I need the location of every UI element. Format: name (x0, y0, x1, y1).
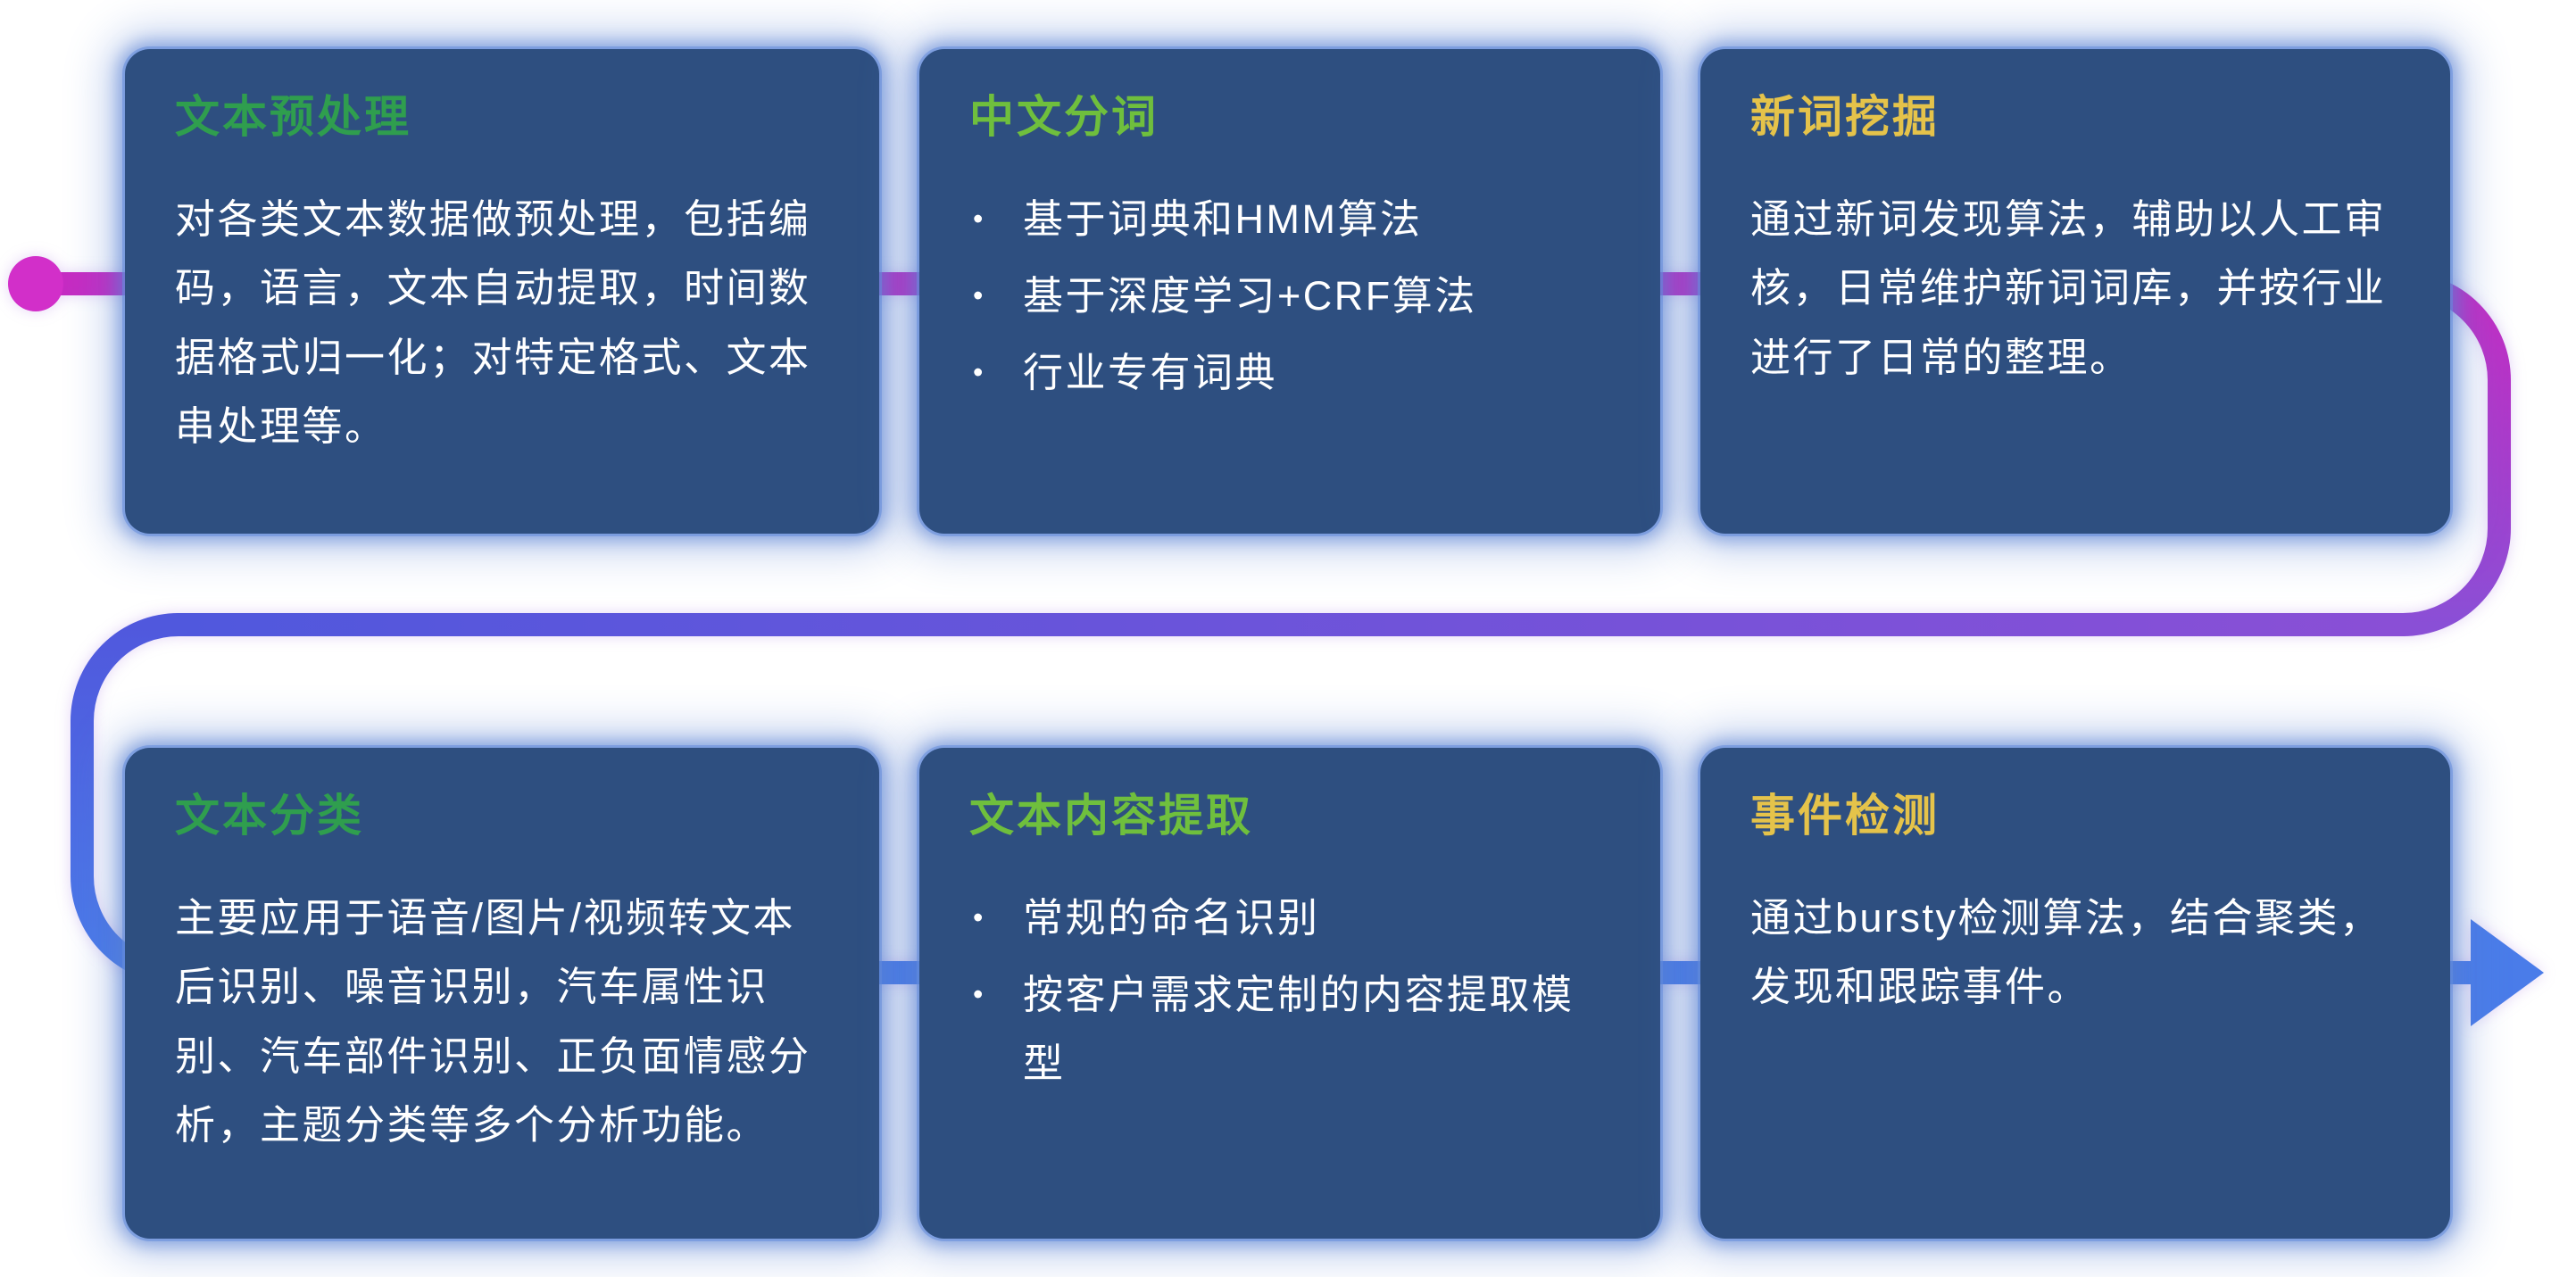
bullet-icon: • (973, 901, 985, 933)
list-item: • 行业专有词典 (969, 338, 1610, 408)
bullet-icon: • (973, 977, 985, 1010)
bullet-text: 按客户需求定制的内容提取模型 (1023, 971, 1575, 1087)
list-item: • 按客户需求定制的内容提取模型 (969, 960, 1610, 1099)
card-body-text: 对各类文本数据做预处理，包括编码，语言，文本自动提取，时间数据格式归一化；对特定… (175, 196, 811, 450)
bullet-text: 常规的命名识别 (1023, 895, 1320, 941)
bullet-icon: • (973, 278, 985, 311)
card-title: 文本分类 (175, 791, 364, 841)
bullet-text: 基于词典和HMM算法 (1023, 196, 1423, 242)
card-event-detection: 事件检测 通过bursty检测算法，结合聚类，发现和跟踪事件。 (1700, 748, 2450, 1239)
card-title: 文本预处理 (175, 92, 411, 142)
bullet-list: • 基于词典和HMM算法 • 基于深度学习+CRF算法 • 行业专有词典 (969, 185, 1610, 407)
card-text-classification: 文本分类 主要应用于语音/图片/视频转文本后识别、噪音识别，汽车属性识别、汽车部… (125, 748, 879, 1239)
flow-arrow-icon (2471, 919, 2544, 1026)
bullet-text: 行业专有词典 (1023, 349, 1278, 395)
card-body-text: 通过bursty检测算法，结合聚类，发现和跟踪事件。 (1750, 895, 2382, 1010)
card-new-word-mining: 新词挖掘 通过新词发现算法，辅助以人工审核，日常维护新词词库，并按行业进行了日常… (1700, 49, 2450, 534)
flow-start-dot-icon (8, 256, 63, 311)
card-title: 事件检测 (1750, 791, 1940, 841)
bullet-text: 基于深度学习+CRF算法 (1023, 272, 1477, 319)
card-title: 新词挖掘 (1750, 92, 1940, 142)
list-item: • 常规的命名识别 (969, 883, 1610, 953)
bullet-list: • 常规的命名识别 • 按客户需求定制的内容提取模型 (969, 883, 1610, 1099)
card-text-preprocessing: 文本预处理 对各类文本数据做预处理，包括编码，语言，文本自动提取，时间数据格式归… (125, 49, 879, 534)
card-title: 文本内容提取 (969, 791, 1253, 841)
list-item: • 基于词典和HMM算法 (969, 185, 1610, 254)
card-title: 中文分词 (969, 92, 1159, 142)
card-text-content-extraction: 文本内容提取 • 常规的命名识别 • 按客户需求定制的内容提取模型 (919, 748, 1660, 1239)
bullet-icon: • (973, 355, 985, 388)
bullet-icon: • (973, 203, 985, 235)
card-chinese-word-segmentation: 中文分词 • 基于词典和HMM算法 • 基于深度学习+CRF算法 • 行业专有词… (919, 49, 1660, 534)
card-body-text: 通过新词发现算法，辅助以人工审核，日常维护新词词库，并按行业进行了日常的整理。 (1750, 196, 2387, 380)
card-body-text: 主要应用于语音/图片/视频转文本后识别、噪音识别，汽车属性识别、汽车部件识别、正… (175, 895, 811, 1148)
list-item: • 基于深度学习+CRF算法 (969, 261, 1610, 331)
